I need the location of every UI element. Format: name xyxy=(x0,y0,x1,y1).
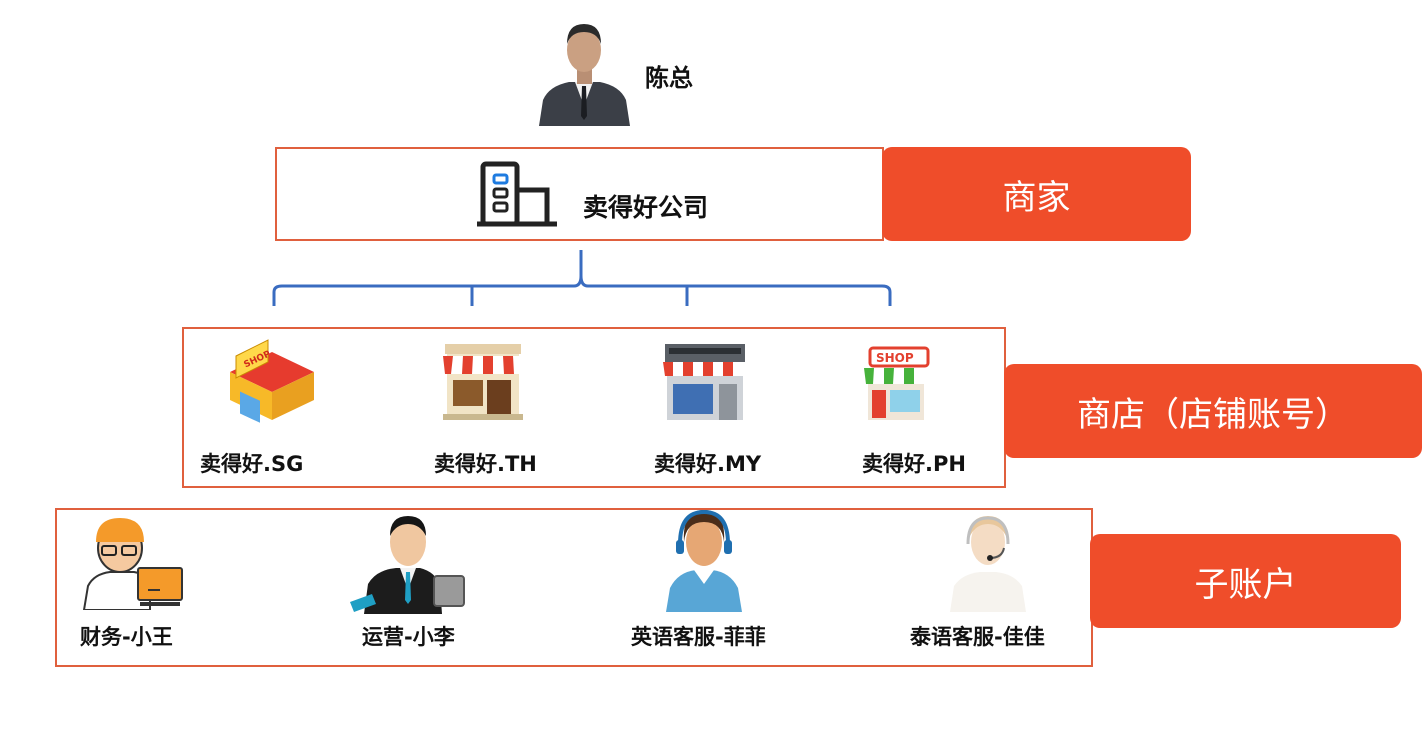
tag-sub-account: 子账户 xyxy=(1090,534,1401,628)
boss-name: 陈总 xyxy=(645,64,693,92)
company-name: 卖得好公司 xyxy=(583,193,709,222)
boss-avatar-icon xyxy=(539,24,630,126)
shop-yellow-icon: SHOP xyxy=(230,339,314,423)
store-label-my: 卖得好.MY xyxy=(654,452,762,476)
store-label-th: 卖得好.TH xyxy=(434,452,537,476)
sub-label-finance: 财务-小王 xyxy=(80,625,173,649)
sub-label-english-support: 英语客服-菲菲 xyxy=(631,625,766,649)
shop-awning-red-icon xyxy=(443,344,523,420)
shop-green-awning-icon: SHOP xyxy=(864,346,930,420)
businessman-icon xyxy=(350,516,465,614)
store-label-ph: 卖得好.PH xyxy=(862,452,966,476)
company-box xyxy=(275,147,884,241)
store-label-sg: 卖得好.SG xyxy=(200,452,304,476)
tag-store: 商店（店铺账号） xyxy=(1004,364,1422,458)
tag-merchant: 商家 xyxy=(882,147,1191,241)
sub-label-operations: 运营-小李 xyxy=(362,625,455,649)
sub-label-thai-support: 泰语客服-佳佳 xyxy=(910,625,1045,649)
sub-account-box xyxy=(55,508,1093,667)
shop-gray-icon xyxy=(663,344,747,420)
support-agent-headset-icon xyxy=(950,516,1026,612)
hierarchy-bracket xyxy=(272,250,892,306)
svg-text:SHOP: SHOP xyxy=(876,351,914,365)
finance-worker-icon xyxy=(82,518,183,610)
building-icon xyxy=(477,161,557,227)
support-agent-icon xyxy=(666,509,742,612)
